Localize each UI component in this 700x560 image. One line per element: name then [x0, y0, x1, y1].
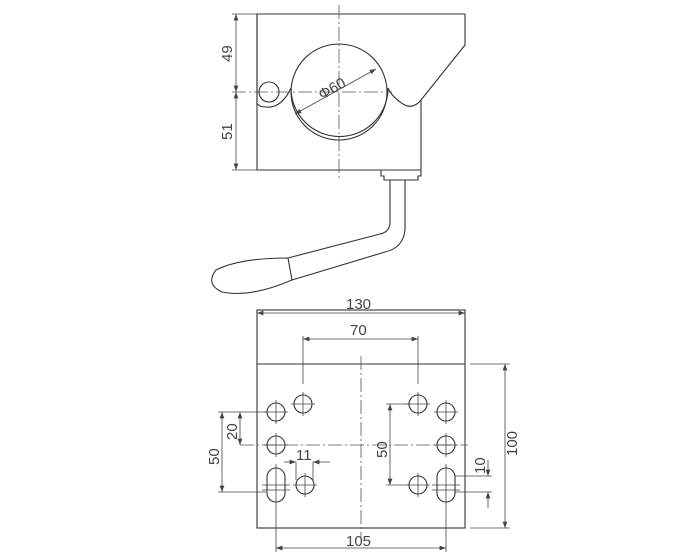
- dim-total-width-130: 130: [346, 296, 371, 313]
- side-view: Φ60 49 51: [211, 5, 466, 295]
- dim-upper-49: 49: [219, 45, 236, 62]
- dim-lower-51: 51: [219, 123, 236, 140]
- lever-handle: [287, 180, 406, 281]
- dim-left-50: 50: [206, 448, 223, 465]
- dim-height-100: 100: [504, 431, 521, 456]
- dim-left-20: 20: [224, 423, 241, 440]
- handle-grip: [211, 257, 293, 295]
- dim-diameter: Φ60: [316, 74, 349, 103]
- dim-slot-span-105: 105: [346, 533, 371, 550]
- clamp-body-outline: [256, 13, 466, 137]
- dim-inner-70: 70: [350, 322, 367, 339]
- dim-slot-10: 10: [472, 457, 489, 474]
- plan-view: 130 70 105 100 50 20 11 50: [206, 296, 521, 552]
- dim-hole-offset-11: 11: [296, 447, 312, 464]
- dim-right-50: 50: [374, 441, 391, 458]
